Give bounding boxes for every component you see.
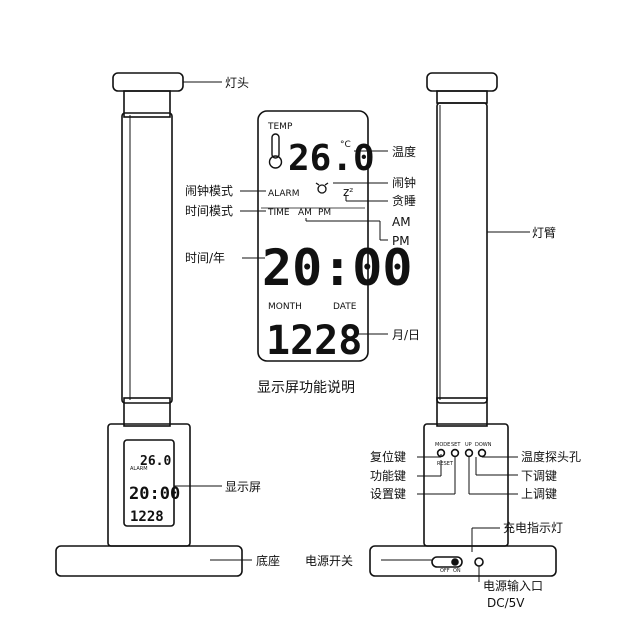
label-charge-led: 充电指示灯 xyxy=(503,520,563,535)
mini-temp-value: 26.0 xyxy=(140,454,171,469)
up-button-hole xyxy=(464,448,474,458)
label-time-year: 时间/年 xyxy=(185,251,225,265)
switch-on-label: ON xyxy=(453,568,461,574)
label-am: AM xyxy=(392,215,411,229)
set-label: SET xyxy=(451,442,461,448)
lcd-panel xyxy=(257,110,369,362)
power-switch xyxy=(431,556,463,568)
down-button-hole xyxy=(477,448,487,458)
front-lamp-arm xyxy=(121,112,173,404)
lcd-snooze-mark: zᶻ xyxy=(343,185,354,199)
power-input-port xyxy=(474,557,484,567)
label-base: 底座 xyxy=(256,553,280,568)
thermometer-icon xyxy=(268,133,283,169)
display-caption: 显示屏功能说明 xyxy=(257,380,355,396)
label-power-switch: 电源开关 xyxy=(305,554,353,568)
front-head-joint xyxy=(123,90,171,118)
mini-display xyxy=(123,439,175,527)
reset-label: RESET xyxy=(437,461,454,467)
label-temperature: 温度 xyxy=(392,144,416,159)
label-function-key: 功能键 xyxy=(370,469,406,483)
lcd-date-value: 1228 xyxy=(266,318,362,364)
back-lamp xyxy=(369,72,557,577)
label-down-key: 下调键 xyxy=(521,469,557,483)
label-time-mode: 时间模式 xyxy=(185,204,233,218)
label-temp-probe: 温度探头孔 xyxy=(521,449,581,464)
lcd-temp-unit: °C xyxy=(340,140,351,150)
label-lamp-head: 灯头 xyxy=(225,76,249,90)
set-button-hole xyxy=(450,448,460,458)
lcd-month-label: MONTH xyxy=(268,302,302,312)
label-display: 显示屏 xyxy=(225,480,261,494)
switch-off-label: OFF xyxy=(440,568,450,574)
lcd-time-label: TIME xyxy=(267,208,290,218)
mini-alarm-label: ALARM xyxy=(130,466,148,472)
back-base xyxy=(369,545,557,577)
back-lamp-arm xyxy=(436,102,488,404)
lcd-temp-value: 26.0 xyxy=(288,138,375,179)
label-power-input: 电源输入口 xyxy=(483,578,543,593)
lcd-clock: 20:00 xyxy=(262,239,413,297)
lcd-pm-label: PM xyxy=(318,208,331,218)
alarm-clock-icon xyxy=(315,182,329,194)
front-lamp xyxy=(55,72,243,577)
down-label: DOWN xyxy=(475,442,492,448)
label-up-key: 上调键 xyxy=(521,487,557,501)
label-snooze: 贪睡 xyxy=(392,193,416,208)
mode-label: MODE xyxy=(435,442,450,448)
lcd-temp-label: TEMP xyxy=(267,122,293,132)
leader-lines xyxy=(174,81,530,582)
front-arm-joint xyxy=(123,397,171,427)
front-base xyxy=(55,545,243,577)
label-pm: PM xyxy=(392,234,410,248)
front-lamp-head xyxy=(112,72,184,92)
label-month-day: 月/日 xyxy=(392,328,420,342)
up-label: UP xyxy=(465,442,472,448)
label-dc: DC/5V xyxy=(487,596,525,610)
label-set-key: 设置键 xyxy=(370,487,406,501)
label-reset-key: 复位键 xyxy=(370,449,406,464)
mini-date-value: 1228 xyxy=(130,509,164,525)
lcd-am-label: AM xyxy=(298,208,312,218)
lcd-alarm-label: ALARM xyxy=(268,189,300,199)
mini-clock: 20:00 xyxy=(129,484,180,504)
label-lamp-arm: 灯臂 xyxy=(532,226,556,240)
lcd-date-label: DATE xyxy=(333,302,357,312)
back-lamp-head xyxy=(426,72,498,92)
label-alarm-clock: 闹钟 xyxy=(392,175,416,190)
label-alarm-mode: 闹钟模式 xyxy=(185,183,233,198)
